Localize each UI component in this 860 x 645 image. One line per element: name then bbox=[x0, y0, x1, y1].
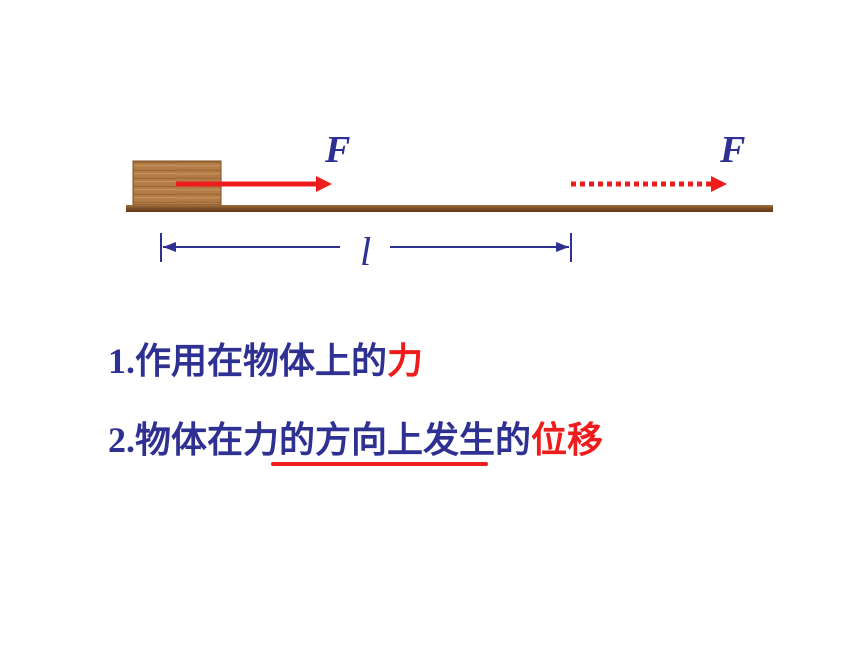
displacement-measure bbox=[160, 233, 572, 262]
statement-2-text-before: 物体在 bbox=[135, 419, 244, 461]
statement-1-text: 作用在物体上的 bbox=[135, 340, 388, 382]
statement-2-underlined: 力的方向上 bbox=[243, 419, 424, 461]
statement-2-emphasis: 位移 bbox=[531, 419, 604, 461]
force-label-left: F bbox=[324, 129, 350, 171]
force-label-right: F bbox=[719, 129, 745, 171]
emphasis-underline bbox=[271, 462, 488, 466]
statement-2-number: 2. bbox=[108, 420, 135, 460]
statement-2: 2.物体在力的方向上发生的位移 bbox=[108, 422, 603, 458]
statement-1: 1.作用在物体上的力 bbox=[108, 343, 423, 379]
force-arrow-solid bbox=[176, 176, 332, 192]
statement-1-number: 1. bbox=[108, 341, 135, 381]
statement-2-text-after: 发生的 bbox=[423, 419, 532, 461]
ground-board bbox=[126, 205, 773, 212]
displacement-label: l bbox=[360, 229, 371, 274]
force-arrow-dotted bbox=[571, 176, 727, 192]
statement-1-emphasis: 力 bbox=[387, 340, 424, 382]
